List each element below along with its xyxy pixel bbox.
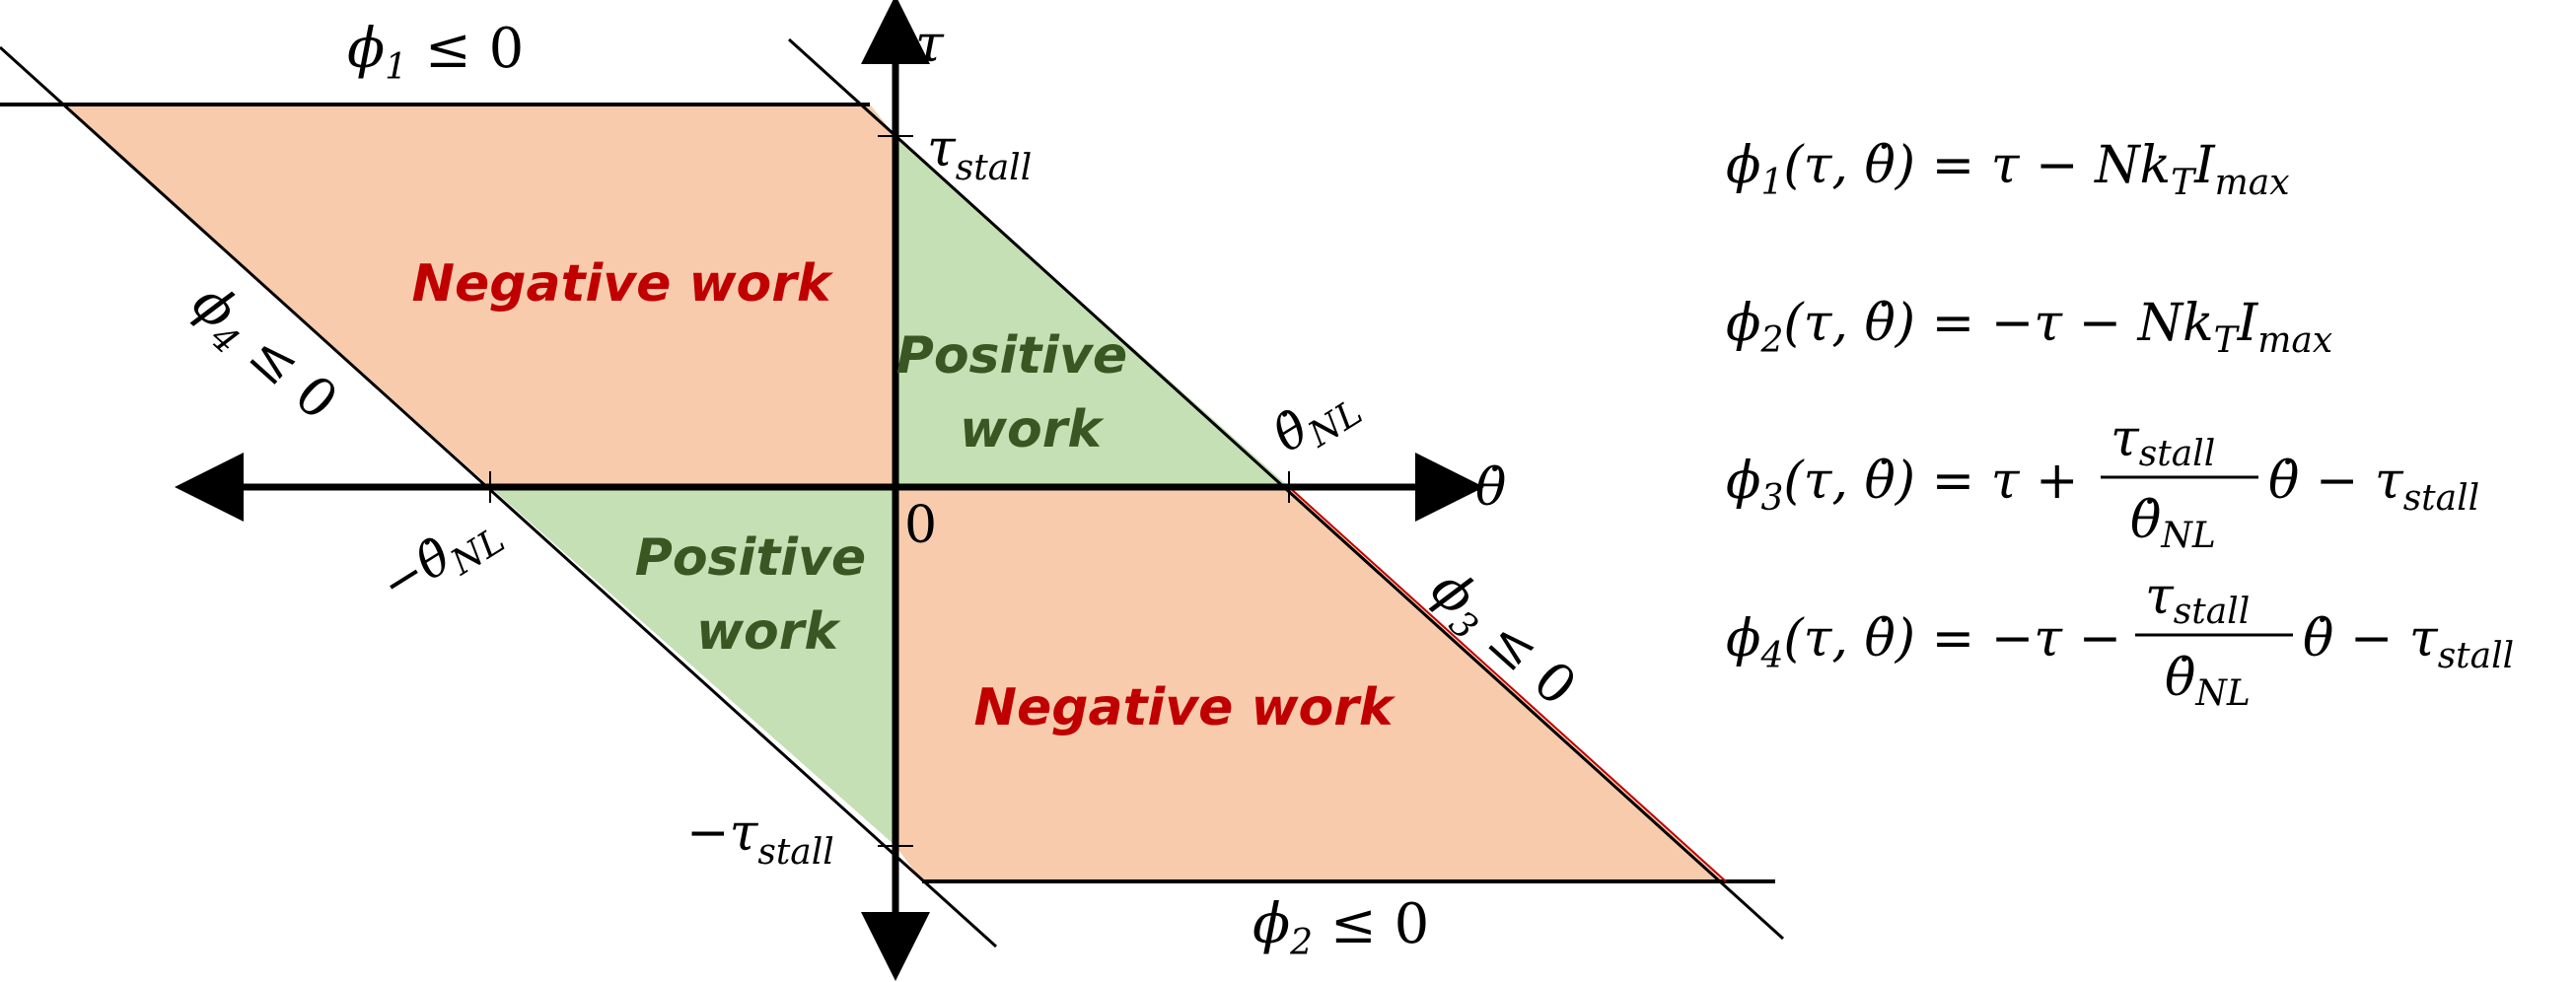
equation-phi4-tail: θ̇ − τstall <box>2303 609 2514 676</box>
equation-phi4-denominator: θ̇NL <box>2165 649 2251 714</box>
positive-work-label-top: Positive work <box>896 326 1146 459</box>
equation-phi3-lhs: ϕ3(τ, θ̇) = τ + <box>1726 452 2079 519</box>
equation-phi2: ϕ2(τ, θ̇) = −τ − NkTImax <box>1726 294 2332 361</box>
neg-theta-nl-label: −θ̇NL <box>371 498 513 620</box>
negative-work-region-top <box>64 105 895 487</box>
equation-phi3-tail: θ̇ − τstall <box>2268 452 2479 519</box>
equation-phi4-lhs: ϕ4(τ, θ̇) = −τ − <box>1726 609 2121 676</box>
phi1-constraint-label: ϕ1 ≤ 0 <box>347 17 524 88</box>
phi4-boundary-line <box>0 45 998 948</box>
theta-nl-label: θ̇NL <box>1263 371 1370 471</box>
positive-work-label-bottom: Positive work <box>635 528 885 662</box>
negative-work-label-top: Negative work <box>411 254 833 314</box>
phi3-boundary-accent <box>1288 486 1727 882</box>
equation-phi3-denominator: θ̇NL <box>2130 491 2216 556</box>
theta-dot-axis-label: θ̇ <box>1475 458 1506 518</box>
equation-phi3-numerator: τstall <box>2111 409 2215 474</box>
equation-phi1: ϕ1(τ, θ̇) = τ − NkTImax <box>1726 136 2290 203</box>
origin-label: 0 <box>904 496 937 555</box>
positive-work-region-bottom <box>490 487 895 846</box>
tau-stall-label: τstall <box>927 119 1032 188</box>
neg-tau-stall-label: −τstall <box>686 804 834 873</box>
phi2-constraint-label: ϕ2 ≤ 0 <box>1252 892 1429 963</box>
tau-axis-label: τ <box>915 15 945 74</box>
negative-work-region-bottom <box>895 487 1726 881</box>
equation-phi4-numerator: τstall <box>2145 567 2250 632</box>
negative-work-label-bottom: Negative work <box>973 678 1395 737</box>
